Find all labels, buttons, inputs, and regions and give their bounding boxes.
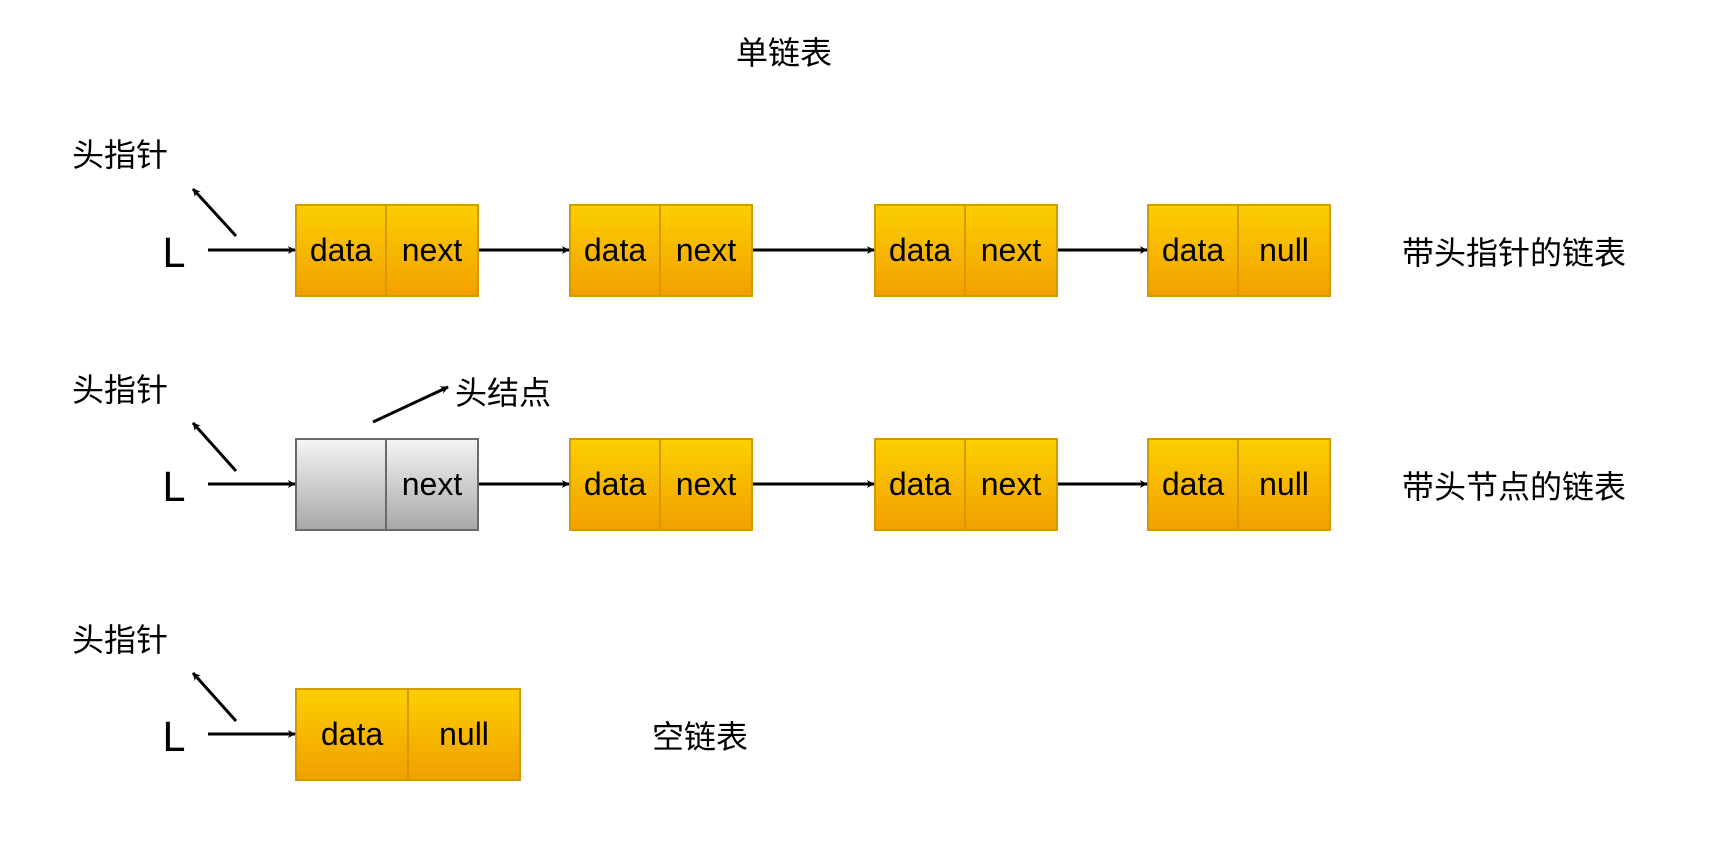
pointer-L-row1: L [162,231,185,277]
pointer-arrow-row3 [191,671,238,723]
node-row2-2: data next [569,438,753,531]
node-row1-2: data next [569,204,753,297]
head-pointer-label-row2: 头指针 [72,371,169,409]
caption-row2: 带头节点的链表 [1402,468,1627,506]
next-field: next [661,204,753,297]
data-field: data [569,204,661,297]
next-field: next [966,204,1058,297]
next-field: next [661,438,753,531]
head-node-arrow [372,385,449,424]
next-field: next [387,204,479,297]
node-row3-1: data null [295,688,521,781]
data-field: data [295,688,409,781]
pointer-L-row3: L [162,715,185,761]
data-field: data [874,438,966,531]
data-field: data [569,438,661,531]
data-field: data [295,204,387,297]
pointer-arrow-row1 [191,187,238,238]
caption-row1: 带头指针的链表 [1402,234,1627,272]
null-field: null [409,688,521,781]
next-field: next [966,438,1058,531]
data-field: data [1147,438,1239,531]
null-field: null [1239,438,1331,531]
null-field: null [1239,204,1331,297]
node-row2-4: data null [1147,438,1331,531]
data-field: data [1147,204,1239,297]
head-node-label: 头结点 [455,374,552,412]
head-pointer-label-row3: 头指针 [72,621,169,659]
diagram-title: 单链表 [736,34,833,72]
caption-row3: 空链表 [652,718,749,756]
empty-field [295,438,387,531]
pointer-arrow-row2 [191,421,238,473]
pointer-L-row2: L [162,465,185,511]
node-row1-4: data null [1147,204,1331,297]
head-node: next [295,438,479,531]
head-pointer-label-row1: 头指针 [72,136,169,174]
next-field: next [387,438,479,531]
data-field: data [874,204,966,297]
node-row1-3: data next [874,204,1058,297]
node-row2-3: data next [874,438,1058,531]
node-row1-1: data next [295,204,479,297]
